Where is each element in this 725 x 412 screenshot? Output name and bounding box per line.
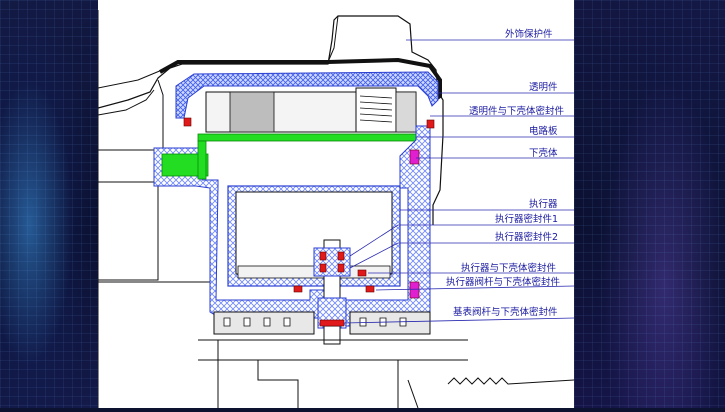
- lower-housing-drawing: [153, 125, 431, 327]
- label-lower-housing: 下壳体: [529, 148, 558, 159]
- background-grid-right: [574, 0, 725, 408]
- red-seals: [183, 117, 435, 327]
- diagram-panel: 外饰保护件 透明件 透明件与下壳体密封件 电路板 下壳体 执行器 执行器密封件1…: [97, 0, 575, 409]
- base-meter-drawing: [198, 311, 575, 409]
- label-actuator-valve-seal: 执行器阀杆与下壳体密封件: [446, 277, 561, 288]
- label-actuator-seal-2: 执行器密封件2: [495, 232, 559, 243]
- label-circuit-board: 电路板: [529, 126, 558, 137]
- circuit-board-drawing: [197, 133, 417, 142]
- label-outer-shell: 外饰保护件: [505, 29, 553, 40]
- label-actuator-seal-1: 执行器密封件1: [495, 214, 559, 225]
- internal-components: [205, 87, 417, 133]
- background-left-panel: [0, 0, 98, 408]
- label-actuator: 执行器: [529, 199, 558, 210]
- background-right-panel: [574, 0, 725, 408]
- magenta-seal-lower: [409, 281, 420, 299]
- label-actuator-housing-seal: 执行器与下壳体密封件: [461, 263, 557, 274]
- board-connector: [197, 140, 207, 180]
- left-green-block: [161, 153, 209, 177]
- background-grid-left: [0, 0, 98, 408]
- valve-cross-section-drawing: [97, 10, 575, 409]
- label-transparent-part: 透明件: [529, 82, 558, 93]
- magenta-seal-upper: [409, 149, 420, 165]
- label-transparent-seal: 透明件与下壳体密封件: [469, 106, 565, 117]
- leader-lines: [343, 39, 575, 324]
- label-meter-valve-seal: 基表阀杆与下壳体密封件: [453, 307, 558, 318]
